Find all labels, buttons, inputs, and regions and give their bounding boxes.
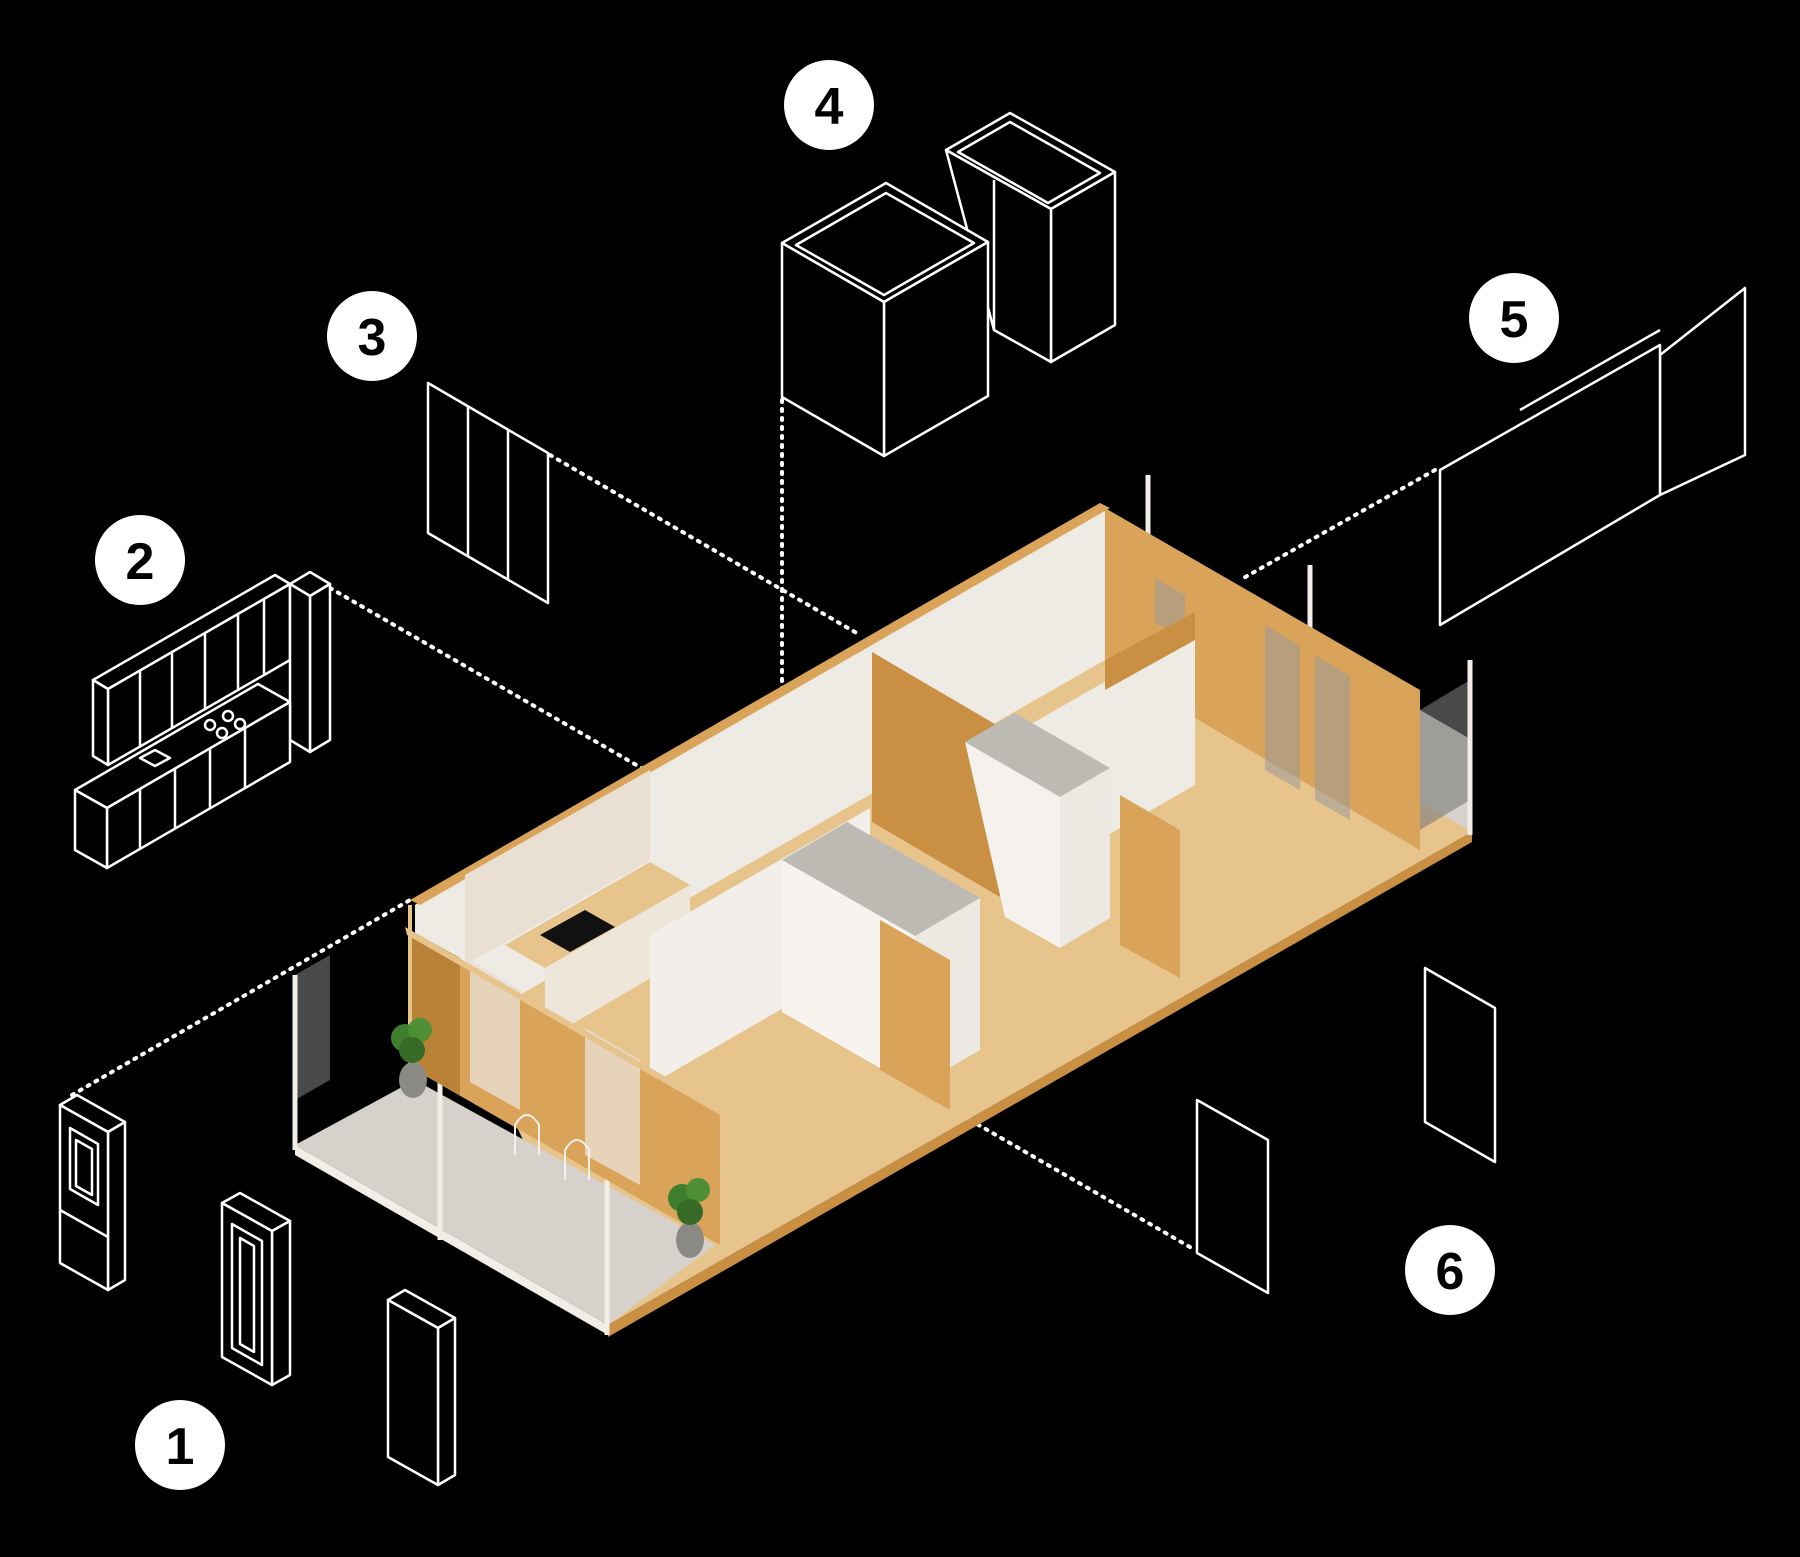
- label-6-circle: [1405, 1225, 1495, 1315]
- chair-icon: [514, 1114, 590, 1180]
- balcony-rail-left: [295, 955, 330, 1100]
- kitchen-lower: [545, 885, 690, 1040]
- glazed-door: [1265, 625, 1300, 790]
- kitchen-counter: [505, 862, 690, 968]
- hob-burner: [215, 726, 229, 740]
- partition-wood-4: [880, 920, 950, 1110]
- leader-line-5: [1238, 468, 1437, 582]
- plant-icon: [668, 1178, 710, 1258]
- leader-line-2: [328, 586, 647, 772]
- sink-outline: [138, 748, 172, 768]
- label-5-circle: [1469, 273, 1559, 363]
- kitchen-upper: [465, 770, 650, 965]
- leader-line-6: [968, 1118, 1197, 1252]
- front-door-glass: [470, 960, 520, 1110]
- hob-burner: [203, 718, 217, 732]
- label-4-circle: [784, 60, 874, 150]
- label-1-text: 1: [166, 1418, 195, 1476]
- glazed-door: [1315, 655, 1350, 820]
- window-frame-large: [58, 1093, 127, 1292]
- bathroom-pod-2-front: [1060, 768, 1110, 948]
- bedroom-partition-wood: [872, 652, 1000, 897]
- label-3-text: 3: [358, 309, 387, 367]
- bathroom-pod-outline-icon: [780, 111, 1117, 458]
- label-2-text: 2: [126, 533, 155, 591]
- bathroom-pod-2-top: [965, 713, 1110, 797]
- leader-lines: [70, 398, 1437, 1252]
- label-2-circle: [95, 515, 185, 605]
- front-window-glass: [585, 1028, 640, 1185]
- bedroom-partition-wood-2: [1105, 612, 1195, 690]
- balcony-floor: [295, 1080, 715, 1325]
- label-1: 1: [135, 1400, 225, 1490]
- kitchen-cabinet-outline-icon: [73, 570, 332, 870]
- label-3: 3: [327, 291, 417, 381]
- balcony-edge: [295, 1145, 608, 1335]
- window-frame-medium: [220, 1191, 292, 1387]
- front-wall-top-edge: [405, 927, 722, 1116]
- leader-line-3: [548, 453, 862, 637]
- wall-panel-outline-icon: [426, 381, 550, 605]
- label-5-text: 5: [1500, 291, 1529, 349]
- label-4-text: 4: [815, 78, 844, 136]
- back-wall-top-edge: [410, 503, 1110, 905]
- floor-slab-edge: [608, 832, 1472, 1337]
- balcony-right-rail: [1420, 680, 1470, 830]
- label-1-circle: [135, 1400, 225, 1490]
- label-6: 6: [1405, 1225, 1495, 1315]
- label-2: 2: [95, 515, 185, 605]
- door-panel-outline-icon: [1195, 966, 1497, 1295]
- partition-wood-3: [1120, 795, 1180, 978]
- bathroom-pod-1-top: [782, 822, 980, 936]
- hob-burner: [221, 709, 235, 723]
- label-3-circle: [327, 291, 417, 381]
- door-frame-outline: [386, 1288, 457, 1487]
- kitchen-hob: [540, 910, 615, 952]
- plant-icon: [391, 1018, 432, 1098]
- label-6-text: 6: [1436, 1243, 1465, 1301]
- hob-burner: [233, 717, 247, 731]
- facade-panel-outline-icon: [1438, 286, 1747, 627]
- number-labels: 1 2 3 4 5 6: [95, 60, 1559, 1490]
- bathroom-pod-rear: [944, 111, 1117, 364]
- apartment-model: [292, 475, 1473, 1337]
- label-5: 5: [1469, 273, 1559, 363]
- window-frame-outline-icon: [58, 1093, 457, 1487]
- bathroom-pod-front: [780, 181, 990, 458]
- leader-line-1: [70, 898, 412, 1097]
- label-4: 4: [784, 60, 874, 150]
- bathroom-pod-2-side: [965, 742, 1060, 948]
